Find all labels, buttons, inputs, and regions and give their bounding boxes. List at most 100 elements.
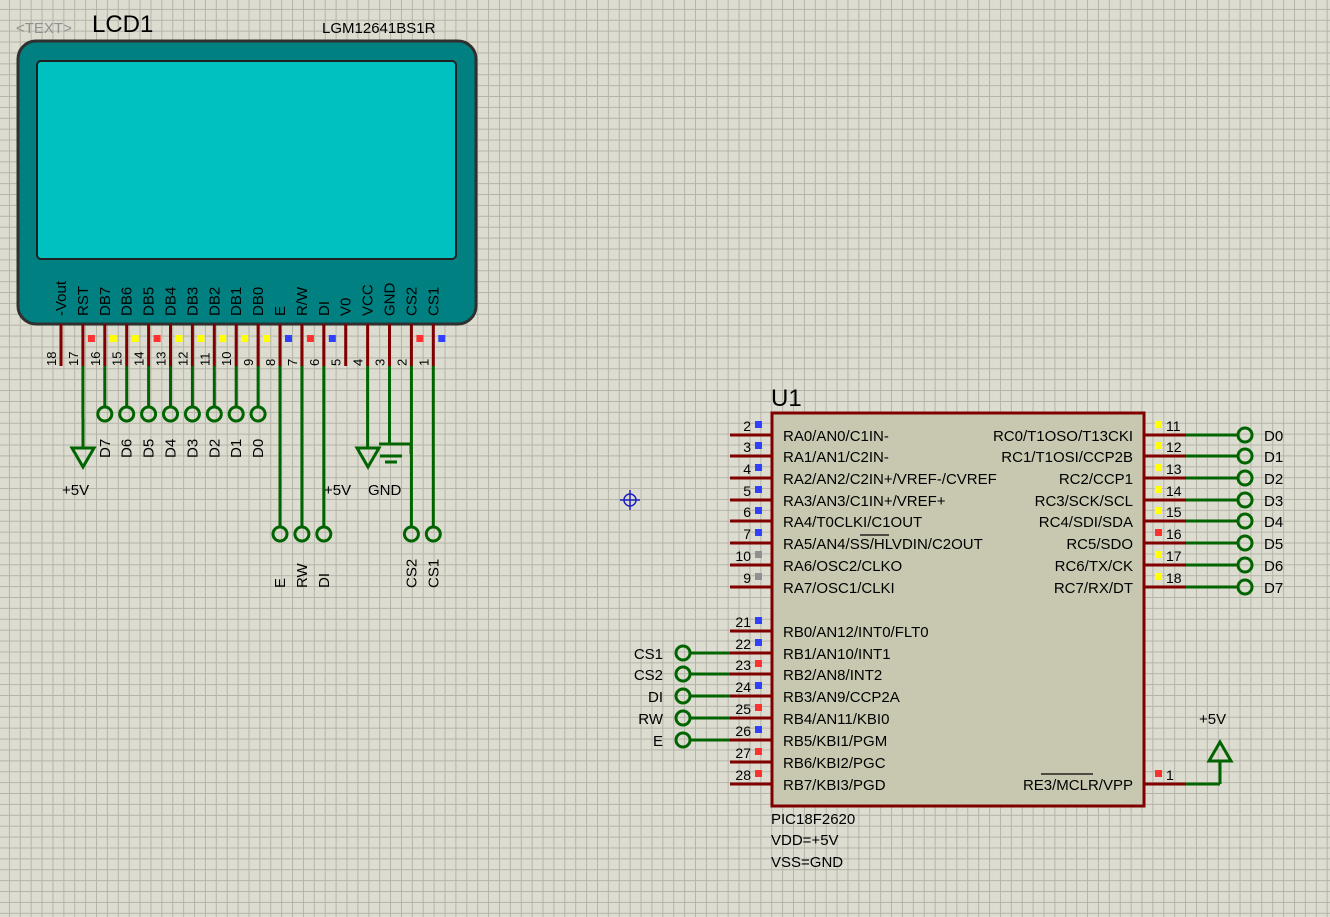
mcu-terminal-label: D4 bbox=[1264, 514, 1283, 531]
mcu-reference: U1 bbox=[771, 385, 802, 412]
terminal-icon bbox=[205, 405, 223, 423]
lcd-pin-name: DB7 bbox=[97, 287, 114, 316]
lcd-pin-number: 1 bbox=[416, 359, 431, 366]
lcd-power-symbols: +5V +5V GND bbox=[62, 442, 413, 499]
pin-state-marker-icon bbox=[175, 335, 183, 342]
mcu-pin-name: RB1/AN10/INT1 bbox=[783, 646, 891, 663]
crosshair-cursor-icon bbox=[620, 490, 640, 510]
lcd-pin-name: CS1 bbox=[425, 287, 442, 316]
lcd-pin-name: E bbox=[272, 306, 289, 316]
pin-state-marker-icon bbox=[755, 573, 762, 580]
terminal-icon bbox=[96, 405, 114, 423]
mcu-component[interactable]: U1 2RA0/AN0/C1IN-3RA1/AN1/C2IN-4RA2/AN2/… bbox=[634, 385, 1283, 871]
lcd-pin-number: 15 bbox=[110, 352, 125, 366]
mcu-part-name: PIC18F2620 bbox=[771, 811, 855, 828]
lcd-pin-number: 7 bbox=[285, 359, 300, 366]
mcu-pin-name: RB7/KBI3/PGD bbox=[783, 777, 886, 794]
pin-state-marker-icon bbox=[328, 335, 336, 342]
mcu-pin-number: 22 bbox=[735, 636, 751, 652]
terminal-icon bbox=[1236, 426, 1254, 444]
pin-state-marker-icon bbox=[755, 682, 762, 689]
mcu-pin-number: 18 bbox=[1166, 570, 1182, 586]
pin-state-marker-icon bbox=[131, 335, 139, 342]
lcd-terminal-label: D3 bbox=[184, 439, 201, 458]
pin-state-marker-icon bbox=[1155, 421, 1162, 428]
lcd-pin-number: 16 bbox=[88, 352, 103, 366]
terminal-icon bbox=[140, 405, 158, 423]
mcu-pin-number: 17 bbox=[1166, 548, 1182, 564]
lcd-pin-number: 6 bbox=[307, 359, 322, 366]
lcd-component[interactable]: <TEXT> LCD1 LGM12641BS1R -Vout18RST17DB7… bbox=[16, 11, 478, 588]
lcd-pin-number: 18 bbox=[44, 352, 59, 366]
pin-state-marker-icon bbox=[755, 704, 762, 711]
terminal-icon bbox=[118, 405, 136, 423]
lcd-pin-number: 14 bbox=[132, 352, 147, 366]
lcd-terminal-label: CS2 bbox=[403, 559, 420, 588]
terminal-icon bbox=[402, 525, 420, 543]
lcd-pin-number: 11 bbox=[197, 353, 212, 367]
mcu-terminal-label: CS2 bbox=[634, 667, 663, 684]
pin-state-marker-icon bbox=[755, 639, 762, 646]
terminal-icon bbox=[1236, 556, 1254, 574]
mcu-pin-name: RC7/RX/DT bbox=[1054, 580, 1133, 597]
lcd-part-name: LGM12641BS1R bbox=[322, 20, 436, 37]
pin-state-marker-icon bbox=[755, 421, 762, 428]
lcd-pin-name: RST bbox=[75, 286, 92, 316]
mcu-pin-number: 26 bbox=[735, 723, 751, 739]
lcd-vcc-power-label: +5V bbox=[324, 482, 351, 499]
terminal-icon bbox=[674, 665, 692, 683]
mcu-pin-number: 21 bbox=[735, 614, 751, 630]
mcu-pin-number: 4 bbox=[743, 461, 751, 477]
mcu-pin-number: 6 bbox=[743, 504, 751, 520]
mcu-terminal-label: DI bbox=[648, 689, 663, 706]
lcd-pin-name: CS2 bbox=[403, 287, 420, 316]
pin-state-marker-icon bbox=[1155, 442, 1162, 449]
pin-state-marker-icon bbox=[219, 335, 227, 342]
pin-state-marker-icon bbox=[1155, 529, 1162, 536]
mcu-pin-number: 14 bbox=[1166, 483, 1182, 499]
pin-state-marker-icon bbox=[285, 335, 292, 342]
mcu-terminal-label: D3 bbox=[1264, 493, 1283, 510]
lcd-pin-name: DI bbox=[316, 301, 333, 316]
mcu-pin-name: RB4/AN11/KBI0 bbox=[783, 711, 889, 728]
mcu-pin-number: 12 bbox=[1166, 439, 1182, 455]
mcu-pin-name: RA5/AN4/SS/HLVDIN/C2OUT bbox=[783, 536, 983, 553]
mcu-pin-number: 2 bbox=[743, 418, 751, 434]
lcd-pin-name: R/W bbox=[294, 286, 311, 316]
lcd-text-tag: <TEXT> bbox=[16, 20, 72, 37]
mcu-terminal-label: D1 bbox=[1264, 449, 1283, 466]
lcd-terminal-label: D4 bbox=[163, 439, 180, 458]
pin-state-marker-icon bbox=[416, 335, 424, 342]
lcd-pin-number: 13 bbox=[154, 352, 169, 366]
terminal-icon bbox=[1236, 578, 1254, 596]
mcu-pin-number: 15 bbox=[1166, 504, 1182, 520]
power-arrow-icon bbox=[1206, 739, 1234, 763]
lcd-pin-name: VCC bbox=[360, 284, 377, 316]
mcu-body bbox=[770, 411, 1146, 808]
mcu-pin-name: RA6/OSC2/CLKO bbox=[783, 558, 902, 575]
pin-state-marker-icon bbox=[755, 660, 762, 667]
mcu-terminal-label: E bbox=[653, 733, 663, 750]
mcu-pin-name: RB5/KBI1/PGM bbox=[783, 733, 887, 750]
mcu-pin-number: 27 bbox=[735, 745, 751, 761]
mcu-pin-name: RC5/SDO bbox=[1066, 536, 1133, 553]
lcd-pin-name: V0 bbox=[338, 298, 355, 316]
mcu-terminal-label: RW bbox=[638, 711, 664, 728]
lcd-terminal-label: CS1 bbox=[425, 559, 442, 588]
terminal-icon bbox=[162, 405, 179, 423]
mcu-pin-number: 11 bbox=[1166, 418, 1181, 434]
mcu-pin-number: 3 bbox=[743, 439, 751, 455]
mcu-pin-name: RB2/AN8/INT2 bbox=[783, 667, 882, 684]
mcu-pin-number: 23 bbox=[735, 657, 751, 673]
terminal-icon bbox=[1236, 491, 1254, 509]
mcu-pin-number: 1 bbox=[1166, 767, 1174, 783]
lcd-terminal-label: RW bbox=[294, 562, 311, 588]
lcd-terminal-label: D0 bbox=[250, 439, 267, 458]
mcu-pin-name: RB0/AN12/INT0/FLT0 bbox=[783, 624, 929, 641]
pin-state-marker-icon bbox=[1155, 551, 1162, 558]
mcu-pin-number: 13 bbox=[1166, 461, 1182, 477]
lcd-pin-name: DB4 bbox=[163, 287, 180, 316]
mcu-pin-name: RC0/T1OSO/T13CKI bbox=[993, 428, 1133, 445]
pin-state-marker-icon bbox=[87, 335, 95, 342]
